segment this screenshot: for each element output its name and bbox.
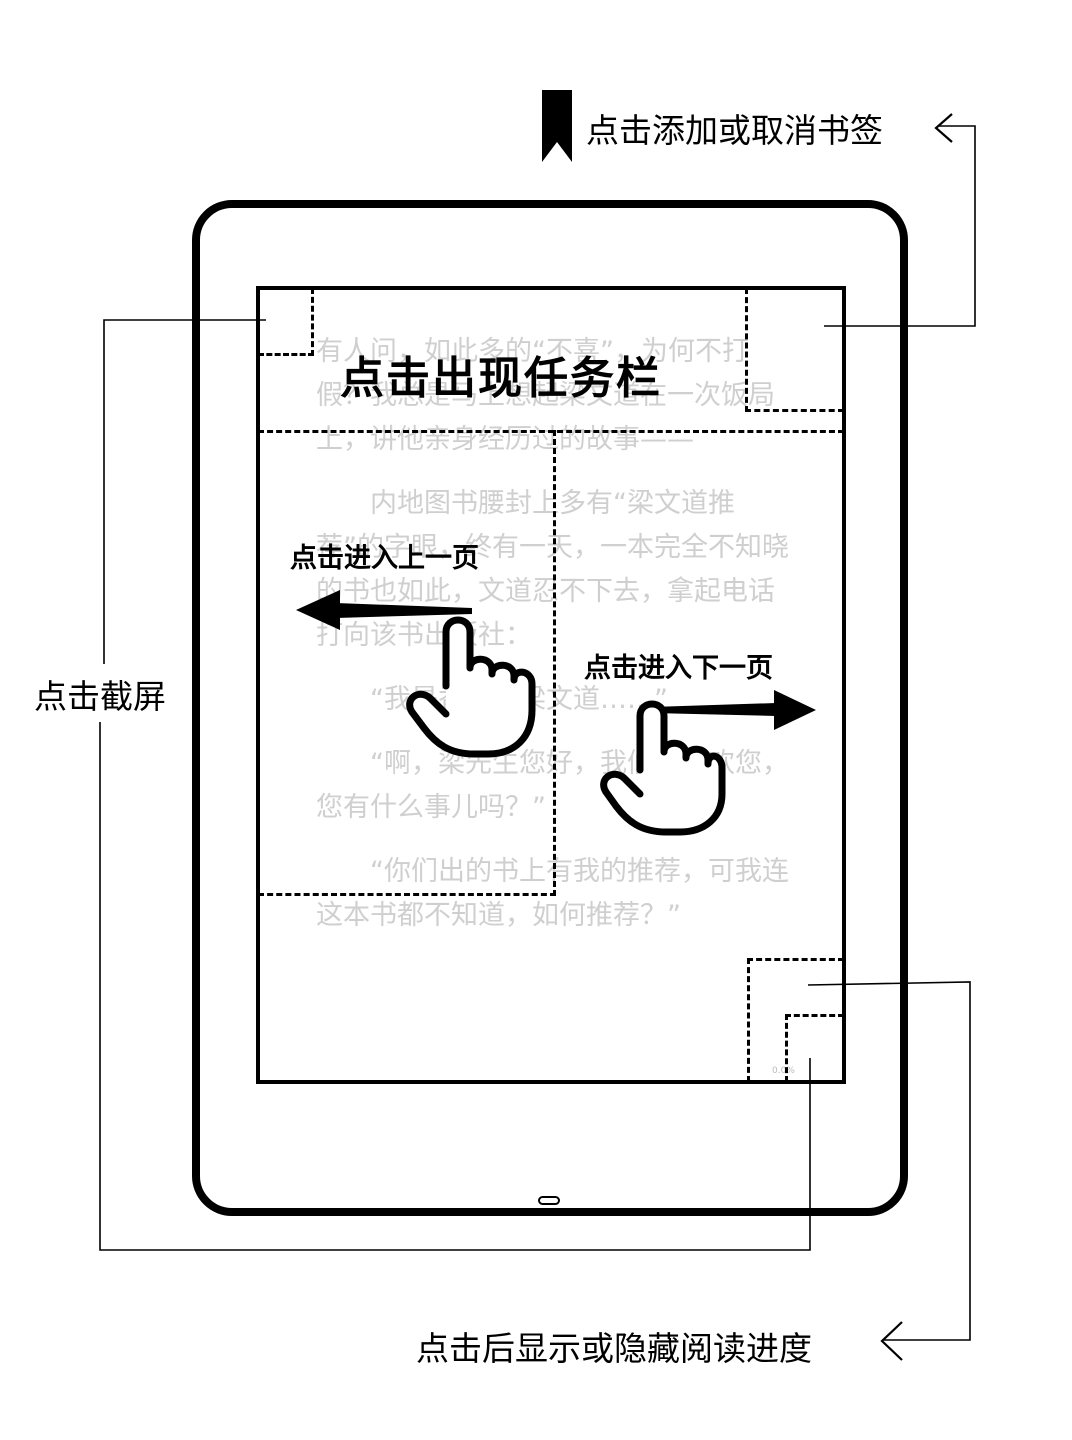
bookmark-callout-label: 点击添加或取消书签 <box>586 111 883 150</box>
progress-callout-label: 点击后显示或隐藏阅读进度 <box>416 1329 812 1368</box>
bookmark-zone[interactable] <box>745 288 844 412</box>
next-page-zone-label: 点击进入下一页 <box>584 653 773 684</box>
progress-zone-inner[interactable] <box>785 1014 844 1082</box>
bookmark-icon <box>542 90 572 162</box>
taskbar-zone-divider[interactable] <box>258 430 844 433</box>
prev-page-zone-label: 点击进入上一页 <box>290 543 479 574</box>
screenshot-callout-label: 点击截屏 <box>34 677 166 716</box>
screenshot-zone[interactable] <box>258 288 314 356</box>
taskbar-zone-label: 点击出现任务栏 <box>340 353 662 404</box>
prev-page-zone[interactable] <box>258 430 556 896</box>
book-paragraph: 有人问，如此多的“不喜”，为何不打假？我总是马上想起梁文道在一次饭局上，讲他亲身… <box>316 336 775 455</box>
home-button[interactable] <box>538 1196 560 1205</box>
